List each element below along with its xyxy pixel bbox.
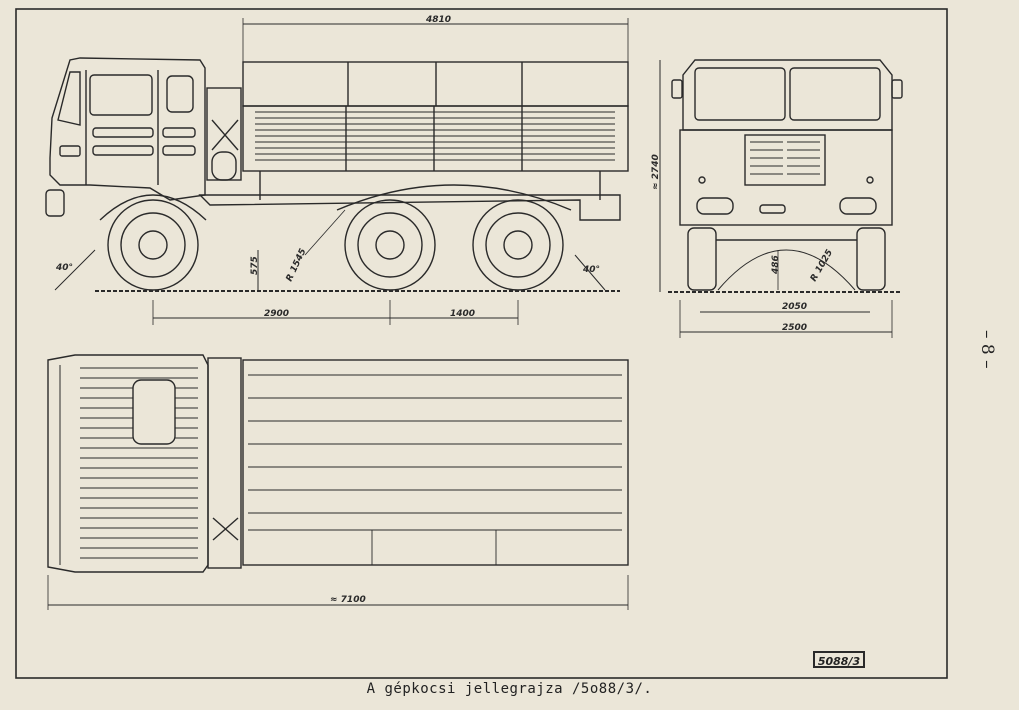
drawing-frame bbox=[15, 8, 948, 679]
dim-approach-angle: 40° bbox=[55, 263, 73, 273]
dim-overall-length: ≈ 7100 bbox=[330, 595, 366, 605]
figure-caption: A gépkocsi jellegrajza /5o88/3/. bbox=[366, 681, 653, 697]
dim-cab-height: ≈ 2740 bbox=[651, 154, 661, 190]
chassis bbox=[198, 194, 621, 221]
mirror-left bbox=[671, 79, 683, 99]
top-view bbox=[47, 354, 629, 610]
dim-overall-width: 2500 bbox=[782, 323, 807, 333]
cab-roof-ribs bbox=[80, 367, 198, 559]
dim-rear-axle-spacing: 1400 bbox=[450, 309, 475, 319]
cargo-floor-boards bbox=[248, 374, 622, 531]
dim-front-ground-clearance: 575 bbox=[250, 256, 260, 275]
dim-overall-cargo-length: 4810 bbox=[425, 15, 451, 25]
dim-wheelbase: 2900 bbox=[264, 309, 289, 319]
grille bbox=[744, 134, 826, 186]
front-bumper bbox=[45, 189, 65, 217]
rear-wheel-1 bbox=[344, 199, 436, 291]
headlight-left bbox=[696, 197, 734, 215]
front-tire-left bbox=[687, 227, 717, 291]
front-tire-right bbox=[856, 227, 886, 291]
roof-hatch bbox=[132, 379, 176, 445]
windshield-right bbox=[789, 67, 881, 121]
door-step-1 bbox=[162, 127, 196, 138]
dim-axle-clearance: 486 bbox=[771, 255, 781, 275]
top-tank bbox=[207, 357, 242, 569]
headlight-right bbox=[839, 197, 877, 215]
drawing-reference-box: 5088/3 bbox=[813, 651, 865, 668]
dim-axle-radius: R 1025 bbox=[809, 248, 835, 283]
side-window bbox=[89, 74, 153, 116]
dim-front-turn-radius: R 1545 bbox=[285, 247, 309, 283]
side-view bbox=[45, 18, 629, 325]
door-handle-1 bbox=[92, 127, 154, 138]
page-number: – 8 – bbox=[977, 330, 997, 369]
mirror-right bbox=[891, 79, 903, 99]
rear-cab-window bbox=[166, 75, 194, 113]
door-handle-2 bbox=[92, 145, 154, 156]
door-step-2 bbox=[162, 145, 196, 156]
windshield bbox=[57, 71, 81, 126]
top-cargo bbox=[242, 359, 629, 566]
front-panel bbox=[679, 129, 893, 226]
dim-track-width: 2050 bbox=[782, 302, 807, 312]
rear-wheel-2 bbox=[472, 199, 564, 291]
cab-outline bbox=[49, 57, 206, 201]
exhaust bbox=[211, 151, 237, 181]
dim-departure-angle: 40° bbox=[582, 265, 600, 275]
cargo-side bbox=[242, 105, 629, 172]
cargo-slats bbox=[255, 111, 615, 161]
windshield-left bbox=[694, 67, 786, 121]
front-view bbox=[659, 59, 903, 338]
headlight-side bbox=[59, 145, 81, 157]
front-wheel bbox=[107, 199, 199, 291]
